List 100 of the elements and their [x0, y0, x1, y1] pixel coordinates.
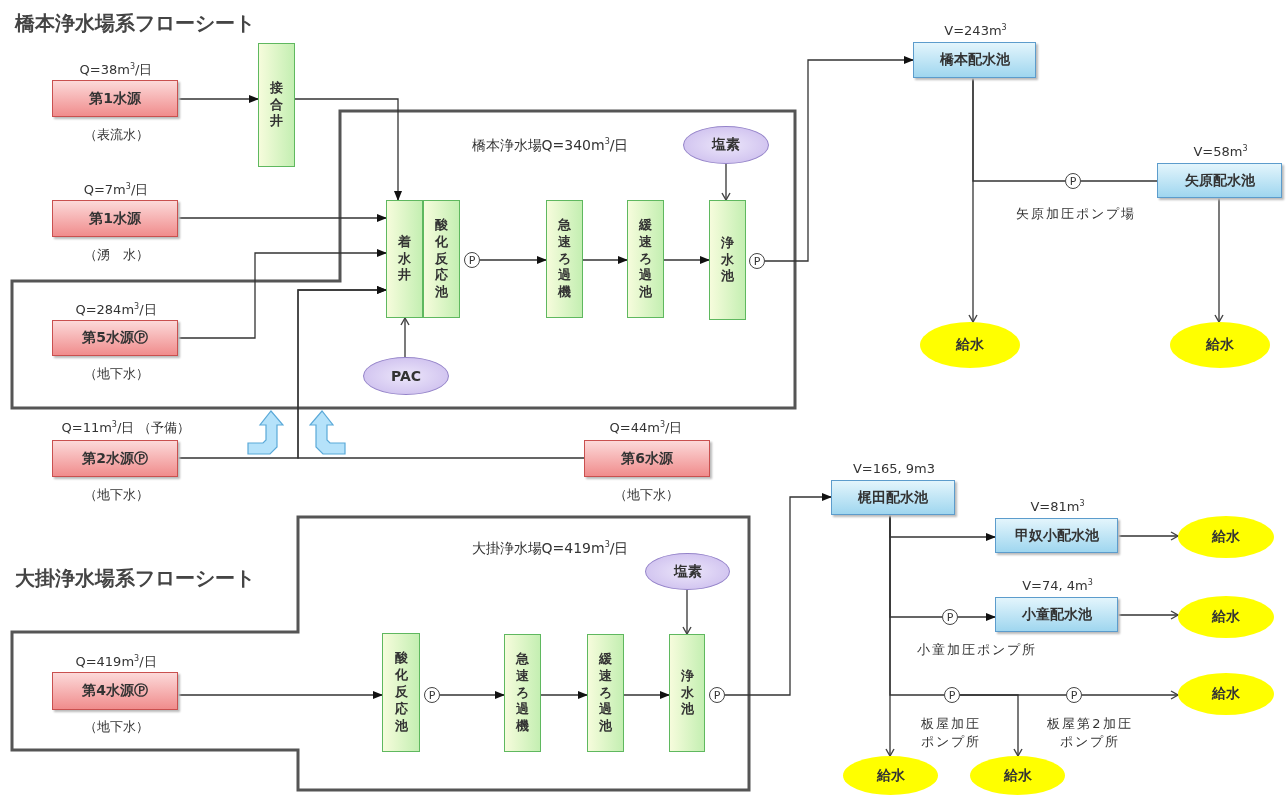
capacity-label: V=165, 9m3 [851, 461, 937, 476]
treatment-tank-box [669, 634, 705, 752]
node-label: 急速ろ過機 [515, 650, 530, 736]
capacity-label: Q=284m$^{3}$/日 [74, 301, 158, 319]
node-label: 接合井 [269, 79, 284, 131]
node-label: 塩素 [712, 136, 740, 154]
pump-symbol [749, 253, 765, 269]
capacity-label: V=81m$^{3}$ [1029, 499, 1086, 515]
plant-heading: 大掛浄水場Q=419m$^{3}$/日 [470, 540, 630, 558]
flow-arrow [1214, 197, 1224, 323]
capacity-label: Q=44m$^{3}$/日 [608, 419, 684, 437]
pump-letter: P [1070, 688, 1078, 702]
source-type-label: （湧 水） [82, 246, 150, 264]
flow-arrow [1081, 690, 1179, 700]
source-type-label: （地下水） [82, 365, 150, 383]
pump-letter: P [468, 253, 476, 267]
node-label: 第2水源Ⓟ [82, 449, 148, 468]
node-label: 給水 [1206, 336, 1234, 354]
pipe-line [1080, 180, 1158, 182]
node-label: 緩速ろ過池 [598, 650, 613, 736]
flow-arrow [540, 691, 588, 699]
pump-letter: P [1069, 174, 1077, 188]
flow-arrow [177, 691, 383, 699]
node-label: 第5水源Ⓟ [82, 329, 148, 347]
node-label: 給水 [1212, 528, 1240, 546]
node-label: 甲奴小配水池 [1014, 526, 1099, 545]
capacity-label: Q=7m$^{3}$/日 [82, 181, 150, 199]
treatment-tank-box [258, 43, 295, 167]
pump-letter: P [753, 254, 761, 268]
treatment-tank-box [587, 634, 624, 752]
pump-symbol [709, 687, 725, 703]
node-label: PAC [390, 368, 422, 384]
treatment-tank-box [386, 200, 423, 318]
pump-letter: P [948, 688, 956, 702]
node-label: 給水 [956, 336, 984, 354]
node-label: 給水 [876, 766, 905, 785]
pump-letter: P [713, 688, 721, 702]
diagram-title: 橋本浄水場系フローシート [15, 10, 255, 37]
source-type-label: （地下水） [82, 718, 150, 736]
capacity-label: Q=38m$^{3}$/日 [78, 61, 154, 79]
capacity-label: Q=419m$^{3}$/日 [74, 653, 158, 671]
treatment-tank-box [504, 634, 541, 752]
pump-station-label: 矢原加圧ポンプ場 [1015, 205, 1137, 223]
flow-arrow [682, 589, 692, 635]
node-label: 第1水源 [89, 209, 141, 228]
flow-arrow [294, 98, 402, 201]
node-label: 給水 [1212, 685, 1240, 703]
flow-arrow [177, 214, 387, 222]
treatment-tank-box [382, 633, 420, 752]
node-label: 酸化反応池 [434, 216, 449, 302]
flow-arrow [439, 691, 505, 699]
flow-arrow [479, 256, 547, 264]
node-label: 梶田配水池 [858, 488, 928, 507]
node-label: 塩素 [673, 562, 702, 581]
flow-arrow [400, 317, 410, 358]
node-label: 給水 [1212, 608, 1240, 626]
node-label: 第6水源 [621, 449, 673, 468]
node-label: 急速ろ過機 [557, 216, 572, 302]
flow-arrow [177, 95, 259, 103]
source-type-label: （地下水） [612, 486, 680, 504]
capacity-label: V=74, 4m$^{3}$ [1021, 578, 1094, 594]
flow-arrow [297, 286, 585, 459]
treatment-tank-box [546, 200, 583, 318]
node-label: 小童配水池 [1021, 605, 1092, 624]
flow-arrow [724, 493, 832, 696]
flow-arrow [582, 256, 628, 264]
node-label: 給水 [1003, 766, 1032, 785]
pipe-line [889, 514, 945, 696]
node-label: 第1水源 [89, 89, 141, 108]
flow-arrow [1117, 531, 1179, 541]
treatment-tank-box [423, 200, 460, 318]
pump-letter: P [946, 610, 954, 624]
node-label: 浄水池 [720, 234, 735, 286]
node-label: 着水井 [397, 233, 412, 285]
flow-arrow [177, 249, 387, 339]
flow-arrow [623, 691, 670, 699]
treatment-tank-box [627, 200, 664, 318]
capacity-label: V=58m$^{3}$ [1192, 144, 1249, 160]
flow-arrow [721, 163, 731, 201]
pipe-line [972, 77, 1066, 182]
pump-letter: P [428, 688, 436, 702]
treatment-tank-box [709, 200, 746, 320]
node-label: 橋本配水池 [939, 51, 1010, 69]
pump-station-label: 小童加圧ポンプ所 [916, 641, 1038, 659]
node-label: 矢原配水池 [1184, 171, 1255, 190]
source-type-label: （表流水） [82, 126, 150, 144]
node-label: 緩速ろ過池 [638, 216, 653, 302]
source-type-label: （地下水） [82, 486, 150, 504]
pump-symbol [424, 687, 440, 703]
plant-heading: 橋本浄水場Q=340m$^{3}$/日 [470, 137, 630, 155]
node-label: 酸化反応池 [393, 650, 409, 735]
pump-station-label: 板屋第2加圧ポンプ所 [1046, 715, 1134, 751]
flow-arrow [663, 256, 710, 264]
node-label: 浄水池 [679, 667, 695, 719]
node-label: 第4水源Ⓟ [82, 682, 148, 700]
flow-arrow [959, 694, 1023, 757]
flow-arrow [957, 613, 996, 621]
capacity-label: V=243m$^{3}$ [943, 23, 1008, 39]
flow-arrow [764, 56, 914, 262]
pump-station-label: 板屋加圧ポンプ所 [920, 715, 982, 751]
